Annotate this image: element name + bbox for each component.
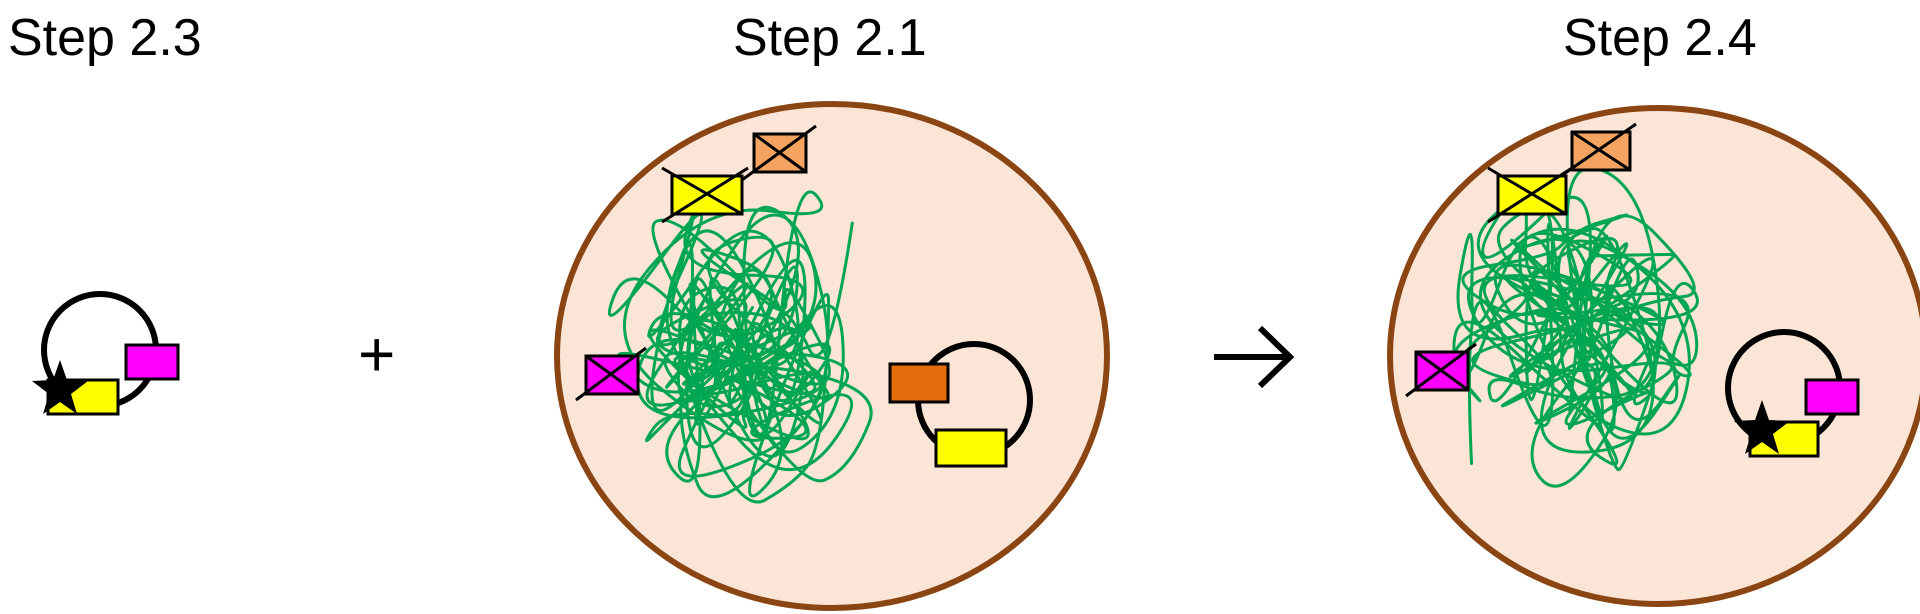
disrupted-magenta-gene — [575, 346, 647, 402]
chromosome-tangle — [1451, 166, 1699, 488]
yellow-marker — [934, 428, 1008, 468]
disrupted-yellow-gene — [661, 166, 749, 224]
orange-marker — [888, 362, 950, 404]
magenta-marker — [124, 343, 180, 381]
step-2-1-label: Step 2.1 — [733, 9, 927, 67]
disrupted-orange-gene — [741, 124, 817, 182]
plasmid-step-2-4 — [1725, 329, 1860, 458]
plasmid-step-2-1 — [888, 341, 1033, 468]
plus-sign: + — [358, 318, 396, 390]
disrupted-yellow-gene — [1487, 166, 1573, 224]
chromosome-tangle — [607, 190, 873, 504]
cell-step-2-4 — [1387, 105, 1920, 607]
disrupted-magenta-gene — [1405, 342, 1477, 398]
right-arrow-icon — [1214, 325, 1295, 389]
step-2-4-label: Step 2.4 — [1563, 9, 1757, 67]
cell-membrane — [554, 101, 1110, 611]
cell-step-2-1 — [554, 101, 1110, 611]
step-2-3-label: Step 2.3 — [8, 9, 202, 67]
plasmid-step-2-3 — [32, 291, 180, 416]
magenta-marker — [1804, 378, 1860, 416]
